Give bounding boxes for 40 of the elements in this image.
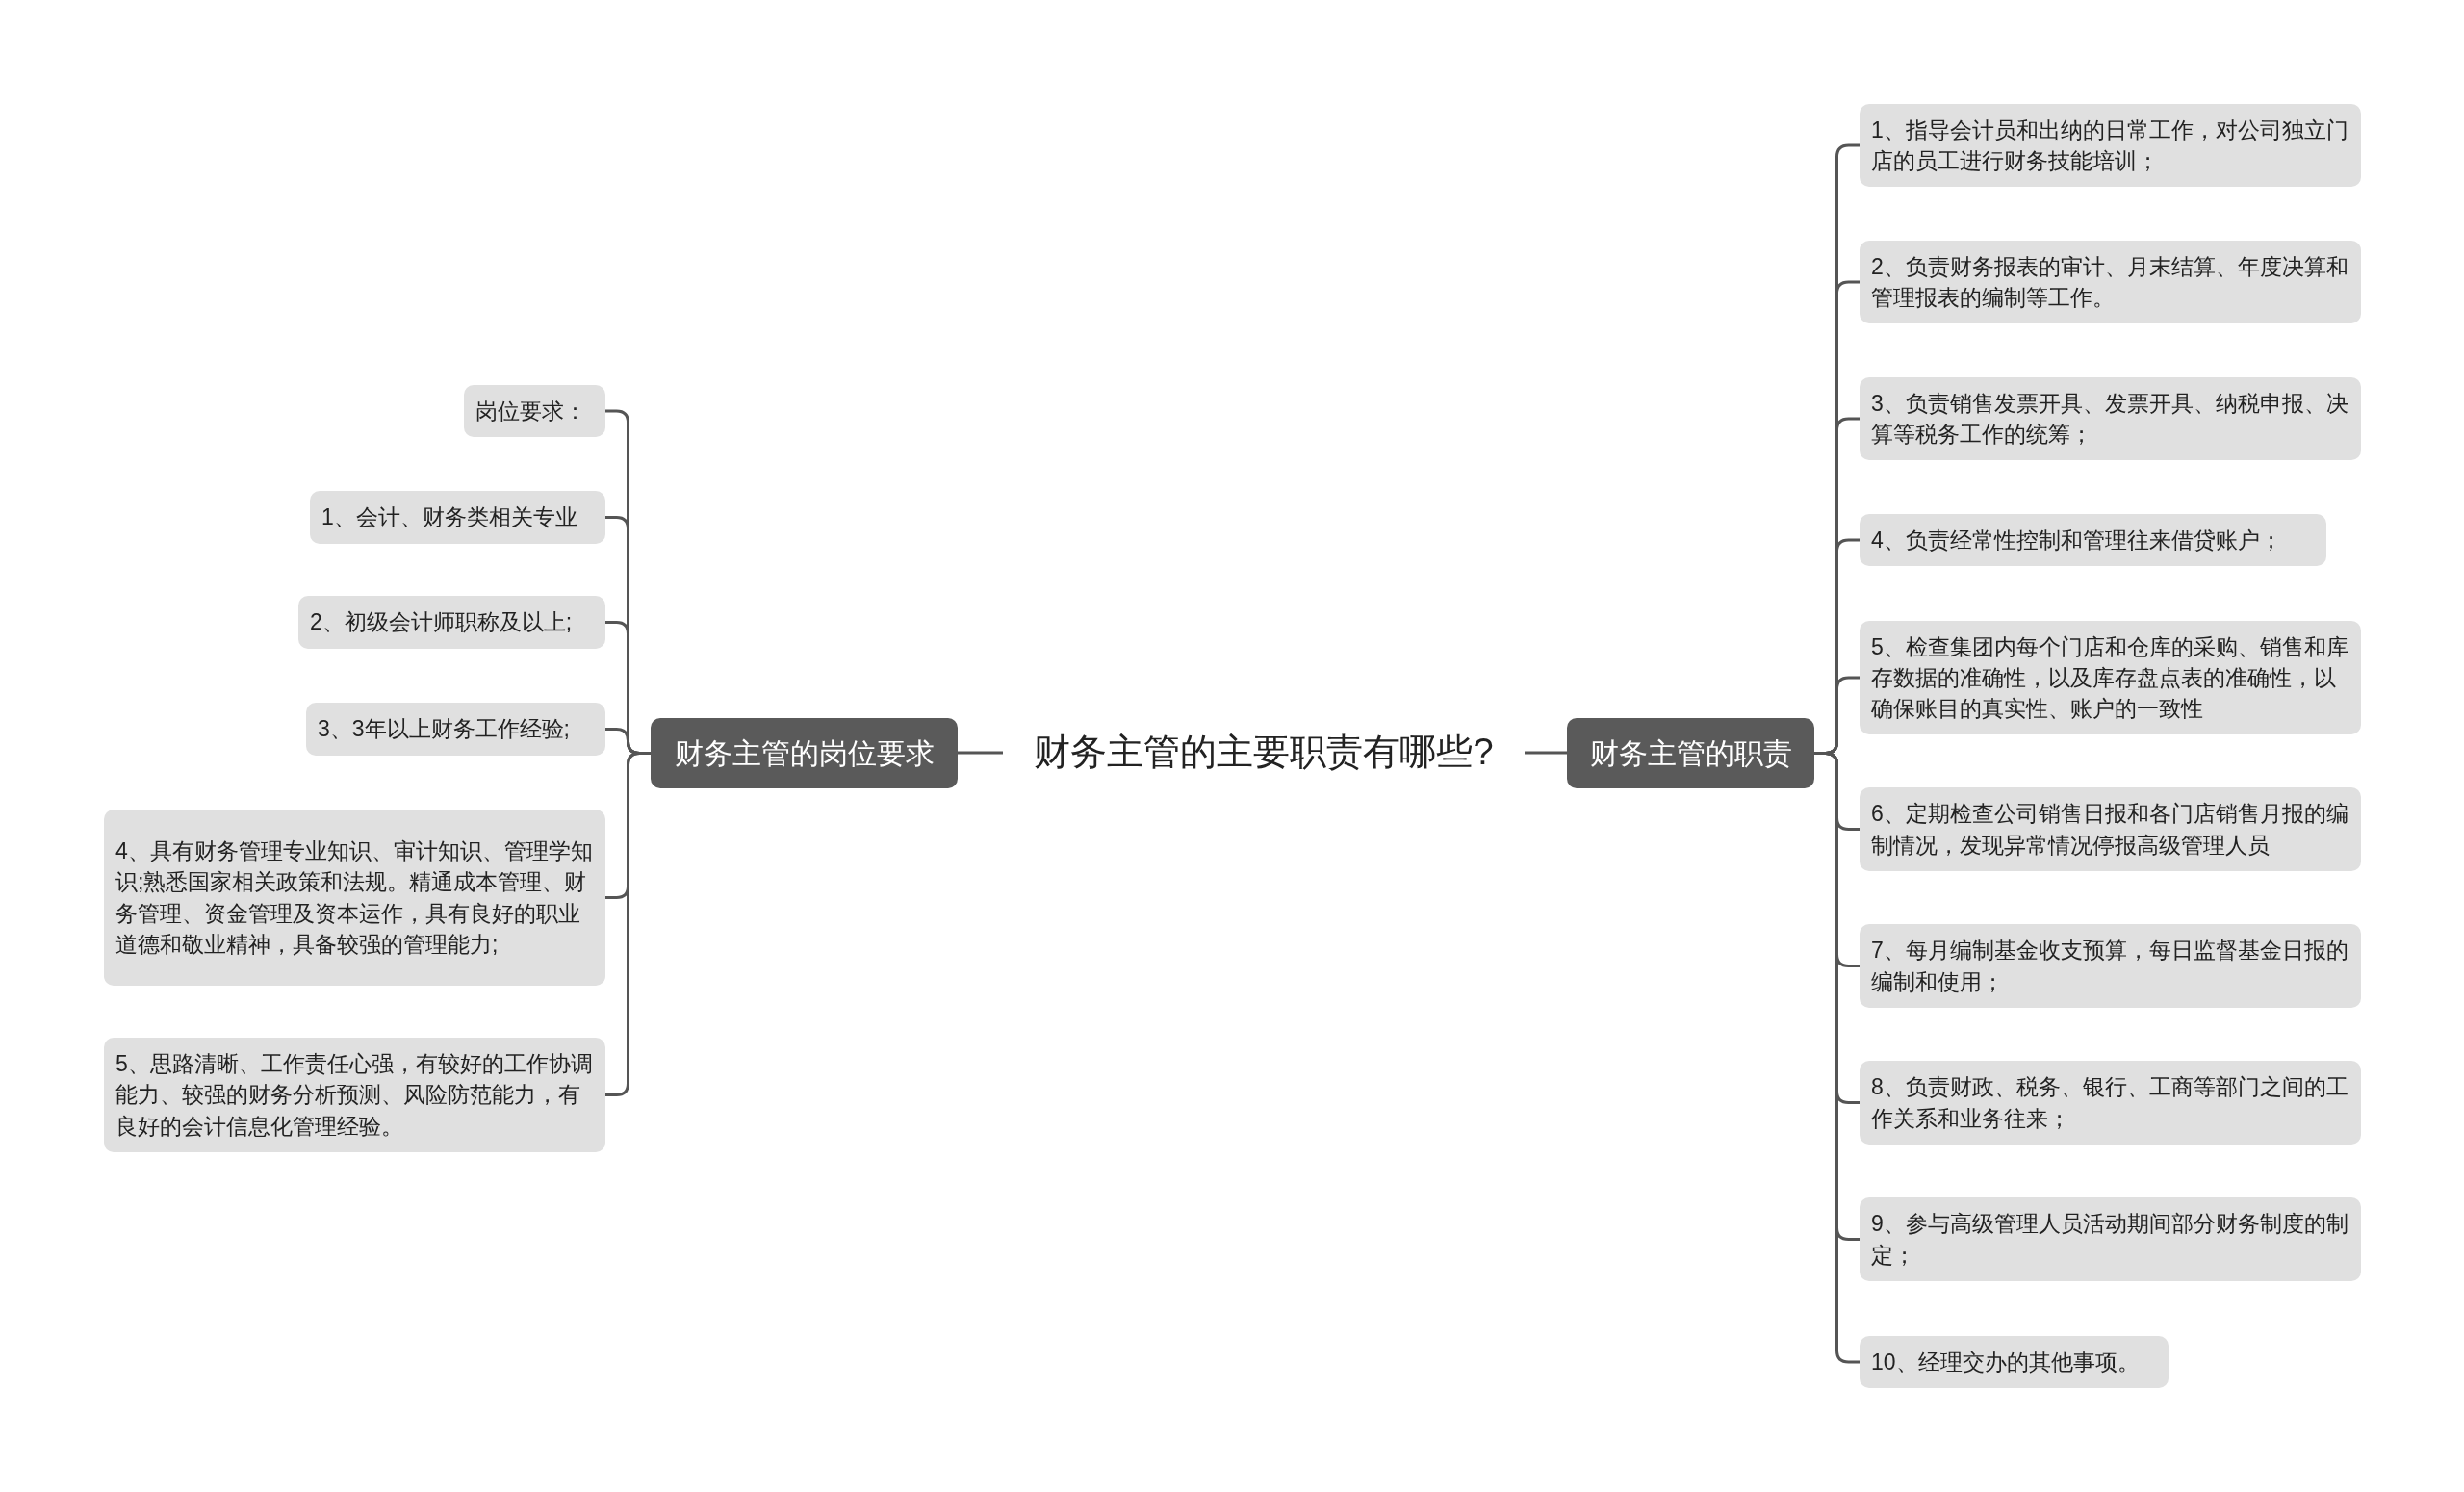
connector-line xyxy=(958,751,1003,755)
topic-text: 2、负责财务报表的审计、月末结算、年度决算和管理报表的编制等工作。 xyxy=(1871,252,2349,312)
leaf-topic xyxy=(298,596,605,649)
topic-text: 5、检查集团内每个门店和仓库的采购、销售和库存数据的准确性，以及库存盘点表的准确性，以确保账目的真实性、账户的一致性 xyxy=(1871,632,2349,724)
topic-text: 4、负责经常性控制和管理往来借贷账户； xyxy=(1871,526,2282,554)
topic-text: 财务主管的职责 xyxy=(1589,736,1792,771)
topic-text: 6、定期检查公司销售日报和各门店销售月报的编制情况，发现异常情况停报高级管理人员 xyxy=(1871,800,2349,860)
leaf-topic xyxy=(1860,787,2361,871)
leaf-topic xyxy=(1860,377,2361,460)
topic-text: 3、负责销售发票开具、发票开具、纳税申报、决算等税务工作的统筹； xyxy=(1871,389,2349,449)
leaf-topic xyxy=(1860,241,2361,323)
topic-text: 财务主管的岗位要求 xyxy=(674,736,935,771)
leaf-topic xyxy=(1860,924,2361,1008)
connector-line xyxy=(1525,751,1567,755)
topic-text: 10、经理交办的其他事项。 xyxy=(1871,1348,2140,1376)
leaf-topic xyxy=(464,385,605,437)
topic-text: 7、每月编制基金收支预算，每日监督基金日报的编制和使用； xyxy=(1871,937,2349,996)
topic-text: 岗位要求： xyxy=(475,397,586,425)
leaf-topic xyxy=(1860,1197,2361,1281)
leaf-topic xyxy=(1860,514,2326,566)
topic-text: 8、负责财政、税务、银行、工商等部门之间的工作关系和业务往来； xyxy=(1871,1073,2349,1133)
topic-text: 1、会计、财务类相关专业 xyxy=(321,503,578,532)
topic-text: 1、指导会计员和出纳的日常工作，对公司独立门店的员工进行财务技能培训； xyxy=(1871,116,2349,175)
topic-text: 2、初级会计师职称及以上; xyxy=(310,608,573,637)
connector-line xyxy=(605,752,651,1096)
topic-text: 5、思路清晰、工作责任心强，有较好的工作协调能力、较强的财务分析预测、风险防范能力，有良好的会计信息化管理经验。 xyxy=(116,1050,594,1141)
leaf-topic xyxy=(306,703,605,756)
branch-topic xyxy=(651,718,958,788)
leaf-topic xyxy=(104,810,605,986)
leaf-topic xyxy=(1860,621,2361,734)
leaf-topic xyxy=(1860,1336,2169,1388)
leaf-topic xyxy=(104,1038,605,1152)
branch-topic xyxy=(1567,718,1814,788)
leaf-topic xyxy=(1860,104,2361,187)
topic-text: 9、参与高级管理人员活动期间部分财务制度的制定； xyxy=(1871,1210,2349,1270)
topic-text: 4、具有财务管理专业知识、审计知识、管理学知识;熟悉国家相关政策和法规。精通成本管理、财务管理、资金管理及资本运作，具有良好的职业道德和敬业精神，具备较强的管理能力; xyxy=(116,837,594,959)
topic-text: 3、3年以上财务工作经验; xyxy=(318,715,570,744)
leaf-topic xyxy=(1860,1061,2361,1145)
leaf-topic xyxy=(310,491,605,544)
topic-text: 财务主管的主要职责有哪些? xyxy=(1034,731,1494,775)
